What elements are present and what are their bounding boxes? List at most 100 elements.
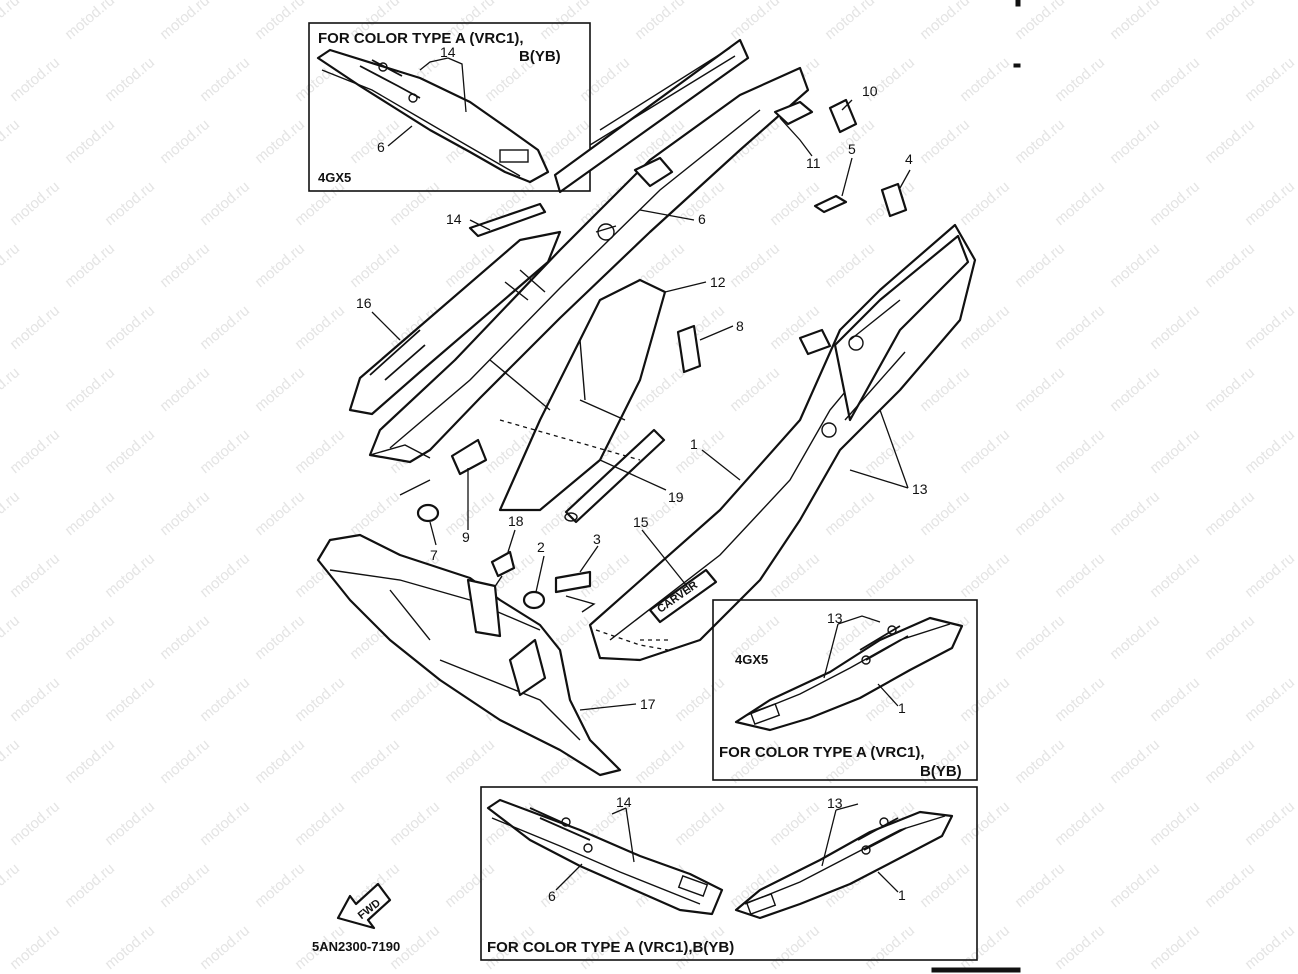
watermark-text: motod.ru	[7, 550, 63, 601]
watermark-text: motod.ru	[0, 240, 23, 291]
watermark-text: motod.ru	[1202, 612, 1258, 663]
watermark-text: motod.ru	[347, 736, 403, 787]
callout-18: 18	[508, 513, 524, 529]
callout-11: 11	[806, 155, 821, 171]
watermark-text: motod.ru	[1012, 240, 1068, 291]
callout-6: 6	[698, 211, 706, 227]
inset-right-line2: B(YB)	[920, 763, 962, 780]
callout-7: 7	[430, 547, 438, 563]
watermark-text: motod.ru	[102, 302, 158, 353]
part-13-stripe	[833, 234, 970, 422]
watermark-text: motod.ru	[862, 550, 918, 601]
part-11-emblem	[773, 100, 814, 126]
inset-bottom-right-b: 1	[898, 887, 906, 903]
watermark-text: motod.ru	[292, 798, 348, 849]
watermark-text: motod.ru	[1202, 116, 1258, 167]
callout-10: 10	[862, 83, 878, 99]
watermark-text: motod.ru	[917, 116, 973, 167]
watermark-text: motod.ru	[862, 922, 918, 973]
watermark-text: motod.ru	[1107, 860, 1163, 911]
main-exploded-view: CARVER 10 11	[316, 38, 977, 777]
watermark-text: motod.ru	[957, 550, 1013, 601]
watermark-text: motod.ru	[767, 922, 823, 973]
callout-19: 19	[668, 489, 684, 505]
watermark-text: motod.ru	[1012, 860, 1068, 911]
watermark-text: motod.ru	[0, 364, 23, 415]
watermark-text: motod.ru	[197, 922, 253, 973]
watermark-text: motod.ru	[537, 0, 593, 43]
inset-top-left-label-b: 6	[377, 139, 385, 155]
watermark-text: motod.ru	[1202, 0, 1258, 43]
callout-3: 3	[593, 531, 601, 547]
watermark-text: motod.ru	[7, 922, 63, 973]
part-9-damper	[450, 438, 488, 476]
watermark-text: motod.ru	[1012, 116, 1068, 167]
watermark-text: motod.ru	[157, 364, 213, 415]
watermark-text: motod.ru	[347, 488, 403, 539]
watermark-text: motod.ru	[1107, 736, 1163, 787]
watermark-text: motod.ru	[1202, 488, 1258, 539]
callout-1: 1	[690, 436, 698, 452]
inset-right: 4GX5 FOR COLOR TYPE A (VRC1), B(YB) 13 1	[712, 599, 978, 781]
watermark-text: motod.ru	[157, 0, 213, 43]
inset-top-left-label-a: 14	[440, 44, 456, 60]
watermark-text: motod.ru	[632, 736, 688, 787]
watermark-text: motod.ru	[577, 54, 633, 105]
watermark-text: motod.ru	[1107, 488, 1163, 539]
watermark-text: motod.ru	[1107, 364, 1163, 415]
inset-bottom-caption: FOR COLOR TYPE A (VRC1),B(YB)	[487, 939, 734, 956]
inset-top-left-side-cover	[316, 48, 550, 184]
watermark-text: motod.ru	[1147, 54, 1203, 105]
inset-right-frame	[712, 599, 978, 781]
watermark-text: motod.ru	[252, 116, 308, 167]
watermark-text: motod.ru	[157, 116, 213, 167]
watermark-text: motod.ru	[1052, 674, 1108, 725]
inset-right-side-cover	[734, 616, 964, 732]
watermark-text: motod.ru	[957, 922, 1013, 973]
watermark-text: motod.ru	[1147, 922, 1203, 973]
inset-top-left-line1: FOR COLOR TYPE A (VRC1),	[318, 30, 524, 47]
part-17-bracket	[466, 578, 502, 638]
watermark-text: motod.ru	[1052, 922, 1108, 973]
watermark-text: motod.ru	[767, 798, 823, 849]
watermark-text: motod.ru	[292, 302, 348, 353]
watermark-text: motod.ru	[7, 54, 63, 105]
part-6-left-side-cover	[368, 66, 810, 464]
watermark-text: motod.ru	[822, 240, 878, 291]
watermark-text: motod.ru	[1242, 922, 1298, 973]
watermark-text: motod.ru	[1147, 674, 1203, 725]
watermark-text: motod.ru	[957, 54, 1013, 105]
watermark-text: motod.ru	[292, 426, 348, 477]
watermark-text: motod.ru	[62, 116, 118, 167]
callout-16: 16	[356, 295, 372, 311]
watermark-text: motod.ru	[917, 0, 973, 43]
inset-top-left-line2: B(YB)	[519, 48, 561, 65]
part-5-plate	[813, 194, 848, 214]
watermark-text: motod.ru	[1052, 178, 1108, 229]
callout-2: 2	[537, 539, 545, 555]
watermark-text: motod.ru	[862, 426, 918, 477]
watermark-text: motod.ru	[252, 364, 308, 415]
watermark-text: motod.ru	[1107, 0, 1163, 43]
watermark-text: motod.ru	[7, 302, 63, 353]
watermark-text: motod.ru	[252, 488, 308, 539]
watermark-text: motod.ru	[1052, 798, 1108, 849]
callout-17: 17	[640, 696, 656, 712]
watermark-text: motod.ru	[1052, 302, 1108, 353]
watermark-text: motod.ru	[767, 178, 823, 229]
watermark-text: motod.ru	[822, 0, 878, 43]
inset-right-model: 4GX5	[735, 652, 768, 667]
watermark-text: motod.ru	[292, 674, 348, 725]
watermark-text: motod.ru	[387, 798, 443, 849]
watermark-text: motod.ru	[672, 426, 728, 477]
callout-13: 13	[912, 481, 928, 497]
part-16-side-panel	[348, 230, 562, 416]
watermark-text: motod.ru	[957, 302, 1013, 353]
part-14-stripe-small	[468, 202, 547, 238]
callout-12: 12	[710, 274, 726, 290]
watermark-text: motod.ru	[157, 240, 213, 291]
inset-right-label-b: 1	[898, 700, 906, 716]
watermark-text: motod.ru	[917, 364, 973, 415]
